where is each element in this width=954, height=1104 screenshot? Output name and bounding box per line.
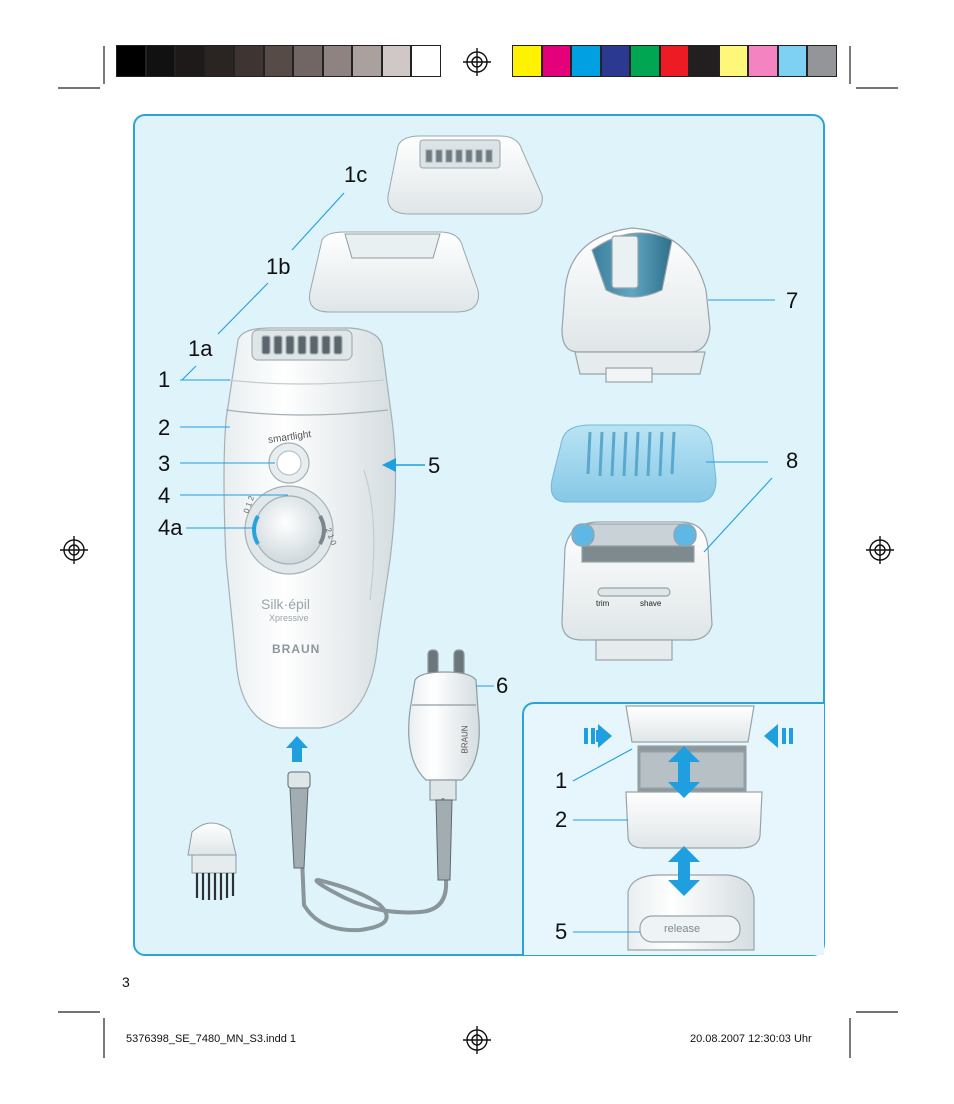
leader-lines xyxy=(180,299,775,933)
callout-7: 7 xyxy=(786,288,799,313)
color-swatch xyxy=(659,45,689,77)
color-swatch xyxy=(541,45,571,77)
gray-swatch xyxy=(234,45,264,77)
callout-1a: 1a xyxy=(188,336,213,361)
callout-8: 8 xyxy=(786,448,799,473)
arrow-5 xyxy=(382,458,425,472)
cleaning-brush xyxy=(187,822,237,900)
registration-mark-bottom xyxy=(463,1026,491,1054)
callout-5: 5 xyxy=(428,453,441,478)
release-label: release xyxy=(664,923,701,935)
registration-mark-top xyxy=(463,48,491,76)
gray-swatch xyxy=(145,45,175,77)
shaver-head-8 xyxy=(561,521,713,661)
color-swatch xyxy=(512,45,542,77)
gray-swatch xyxy=(175,45,205,77)
brand-silk-epil: Silk·épil xyxy=(261,596,311,612)
cord-connector xyxy=(287,771,311,869)
gray-swatch xyxy=(381,45,411,77)
power-plug xyxy=(408,649,480,801)
callout-2: 2 xyxy=(158,415,171,440)
massage-cap-7 xyxy=(561,227,711,383)
press-arrows xyxy=(584,724,793,748)
gray-swatch xyxy=(322,45,352,77)
callout-4a: 4a xyxy=(158,515,183,540)
registration-mark-left xyxy=(60,536,88,564)
color-swatch xyxy=(718,45,748,77)
detail-epilator-body xyxy=(627,874,755,951)
color-swatch xyxy=(777,45,807,77)
gray-swatch xyxy=(116,45,146,77)
brand-xpressive: Xpressive xyxy=(269,613,309,623)
gray-swatch xyxy=(263,45,293,77)
color-swatch xyxy=(571,45,601,77)
gray-swatch xyxy=(411,45,441,77)
callout-1c: 1c xyxy=(344,162,368,187)
detail-callout-1: 1 xyxy=(555,768,568,793)
trimmer-comb xyxy=(550,424,717,503)
footer-timestamp: 20.08.2007 12:30:03 Uhr xyxy=(690,1033,812,1045)
gray-swatch xyxy=(352,45,382,77)
gray-swatch xyxy=(204,45,234,77)
gray-swatch xyxy=(293,45,323,77)
detail-epilator-head xyxy=(625,705,763,849)
insert-arrow-up xyxy=(286,736,308,762)
color-swatch xyxy=(807,45,837,77)
cap-1c xyxy=(387,135,543,215)
color-swatch xyxy=(600,45,630,77)
callout-4: 4 xyxy=(158,483,171,508)
leader-lines-dark xyxy=(181,192,345,381)
page-number: 3 xyxy=(122,974,130,990)
color-swatch xyxy=(689,45,719,77)
footer-filename: 5376398_SE_7480_MN_S3.indd 1 xyxy=(126,1033,297,1045)
callout-1: 1 xyxy=(158,367,171,392)
cap-1b xyxy=(308,231,480,313)
callout-1b: 1b xyxy=(266,254,291,279)
color-swatch xyxy=(748,45,778,77)
detail-callout-5: 5 xyxy=(555,919,568,944)
plug-braun-logo: BRAUN xyxy=(460,725,470,754)
detail-callout-2: 2 xyxy=(555,807,568,832)
cord-strain-relief-plug xyxy=(435,799,453,881)
callout-6: 6 xyxy=(496,673,509,698)
registration-mark-right xyxy=(866,536,894,564)
detach-arrows xyxy=(668,746,700,896)
shaver-shave-label: shave xyxy=(640,599,662,608)
epilator-body xyxy=(223,327,397,729)
braun-logo: BRAUN xyxy=(272,642,321,656)
power-cord xyxy=(298,798,449,933)
callout-3: 3 xyxy=(158,451,171,476)
color-swatch xyxy=(630,45,660,77)
shaver-trim-label: trim xyxy=(596,599,610,608)
